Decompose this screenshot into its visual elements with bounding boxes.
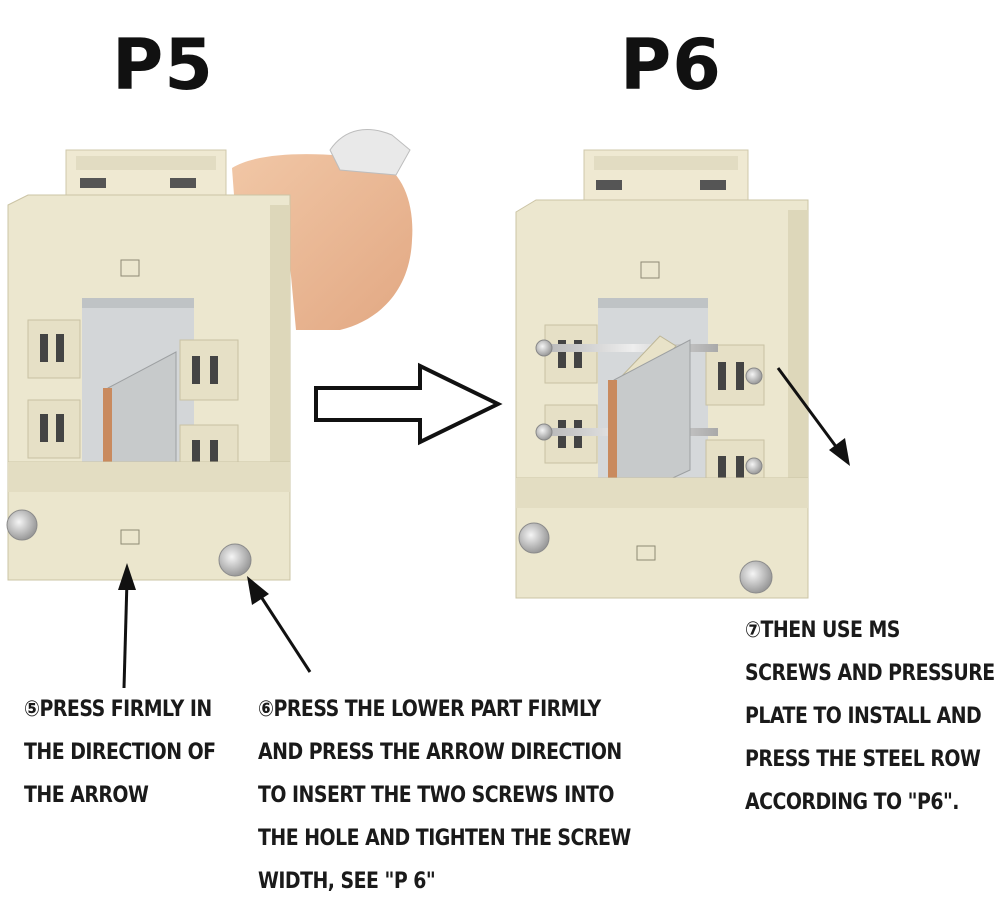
caption-line: THE HOLE AND TIGHTEN THE SCREW xyxy=(258,826,631,851)
caption-line: ⑤PRESS FIRMLY IN xyxy=(24,697,212,722)
panel-title-p5: P5 xyxy=(112,24,215,106)
transformer-p5 xyxy=(6,129,413,581)
caption-line: PRESS THE STEEL ROW xyxy=(745,747,981,772)
caption-line: ⑥PRESS THE LOWER PART FIRMLY xyxy=(258,697,601,722)
caption-step-7: ⑦THEN USE MS SCREWS AND PRESSURE PLATE T… xyxy=(745,609,995,824)
caption-line: SCREWS AND PRESSURE xyxy=(745,661,995,686)
caption-line: TO INSERT THE TWO SCREWS INTO xyxy=(258,783,614,808)
panel-title-p6: P6 xyxy=(620,24,723,106)
caption-step-6: ⑥PRESS THE LOWER PART FIRMLY AND PRESS T… xyxy=(258,688,631,903)
caption-line: ACCORDING TO "P6". xyxy=(745,790,960,815)
caption-step-5: ⑤PRESS FIRMLY IN THE DIRECTION OF THE AR… xyxy=(24,688,216,817)
caption-line: THE DIRECTION OF xyxy=(24,740,216,765)
pointer-arrow-icon xyxy=(118,563,136,689)
caption-line: PLATE TO INSTALL AND xyxy=(745,704,982,729)
right-hollow-arrow-icon xyxy=(314,362,503,446)
caption-line: THE ARROW xyxy=(24,783,149,808)
pointer-arrow-icon xyxy=(247,576,312,673)
caption-line: WIDTH, SEE "P 6" xyxy=(258,869,436,894)
caption-line: AND PRESS THE ARROW DIRECTION xyxy=(258,740,622,765)
terminal-clip xyxy=(27,319,81,459)
caption-line: ⑦THEN USE MS xyxy=(745,618,900,643)
transformer-p6 xyxy=(515,149,809,599)
copper-busbar xyxy=(608,339,691,506)
pointer-arrow-icon xyxy=(776,367,850,466)
